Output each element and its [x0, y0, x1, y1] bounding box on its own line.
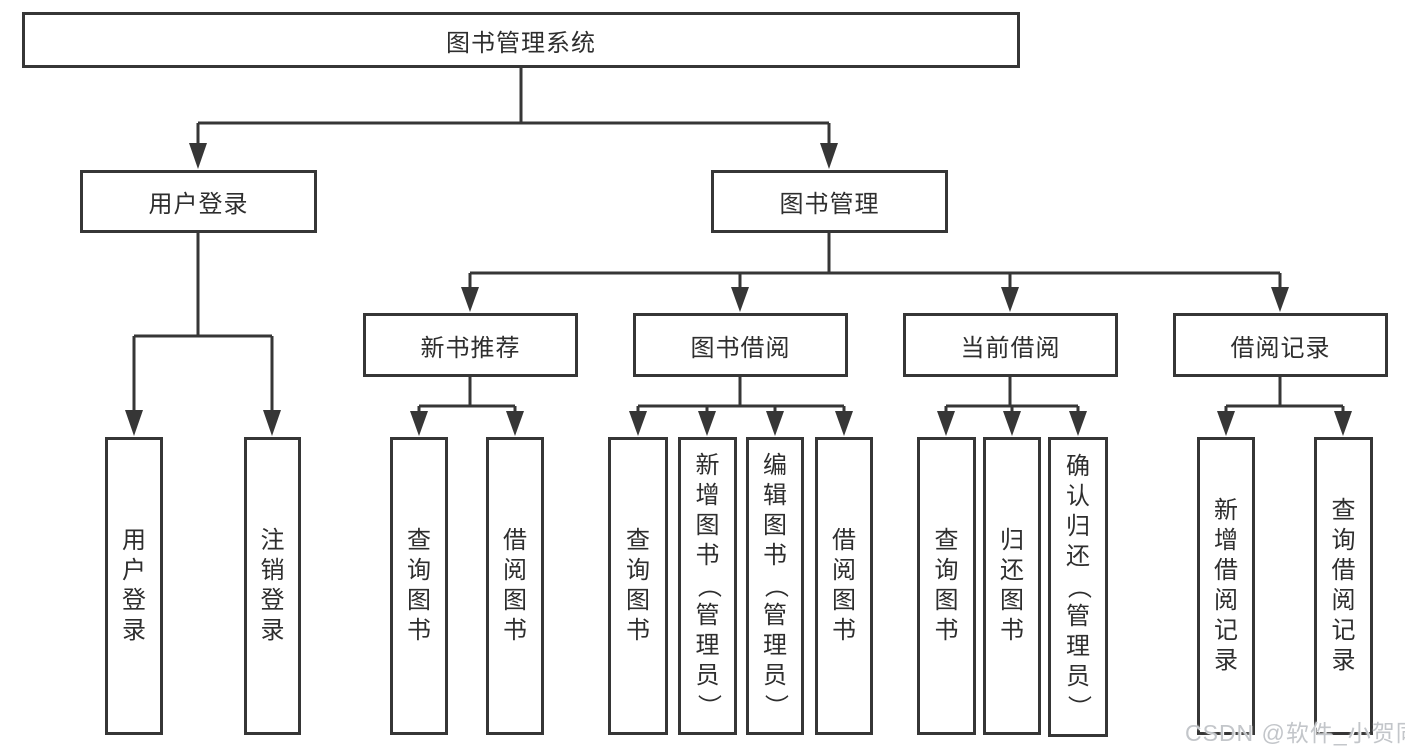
node-label: 图书管理系统: [446, 29, 596, 57]
node-book-management: 图书管理: [711, 170, 948, 233]
leaf-label: 查询图书: [407, 527, 431, 644]
leaf-add-borrow-record: 新增借阅记录: [1197, 437, 1255, 735]
connector-current-borrow-branch: [937, 377, 1087, 436]
leaf-label: 查询图书: [934, 527, 959, 644]
arrow-head: [629, 411, 647, 436]
node-current-borrow: 当前借阅: [903, 313, 1118, 377]
node-label: 用户登录: [148, 191, 249, 218]
arrow-head: [731, 287, 749, 312]
leaf-label: 编辑图书（管理员）: [762, 452, 789, 718]
leaf-query-borrow-record: 查询借阅记录: [1314, 437, 1373, 735]
arrow-head: [410, 411, 428, 436]
arrow-head: [1069, 411, 1087, 436]
leaf-borrow-books: 借阅图书: [815, 437, 873, 735]
node-label: 图书管理: [779, 191, 880, 218]
node-label: 新书推荐: [420, 334, 521, 362]
arrow-head: [1217, 411, 1235, 436]
leaf-label: 借阅图书: [832, 527, 856, 644]
leaf-label: 确认归还（管理员）: [1065, 453, 1092, 719]
node-new-book-recommend: 新书推荐: [363, 313, 578, 377]
arrow-head: [189, 143, 207, 169]
leaf-user-login: 用户登录: [105, 437, 163, 735]
arrow-head: [1334, 411, 1352, 436]
arrow-head: [263, 410, 281, 436]
leaf-label: 归还图书: [1000, 527, 1024, 644]
node-label: 图书借阅: [690, 334, 791, 362]
arrow-head: [820, 143, 838, 169]
node-library-system: 图书管理系统: [22, 12, 1020, 68]
connector-new-book-branch: [410, 377, 524, 436]
node-label: 借阅记录: [1230, 334, 1331, 362]
connector-borrow-records-branch: [1217, 377, 1352, 436]
leaf-label: 查询借阅记录: [1331, 497, 1356, 674]
leaf-label: 新增图书（管理员）: [694, 452, 722, 718]
leaf-borrow-books-recommend: 借阅图书: [486, 437, 544, 735]
arrow-head: [461, 287, 479, 312]
arrow-head: [125, 410, 143, 436]
arrow-head: [937, 411, 955, 436]
leaf-query-books-recommend: 查询图书: [390, 437, 448, 735]
connector-root-to-level2: [189, 68, 838, 169]
leaf-label: 查询图书: [626, 527, 650, 644]
connector-book-borrow-branch: [629, 377, 853, 436]
leaf-add-books-admin: 新增图书（管理员）: [678, 437, 737, 735]
node-borrow-records: 借阅记录: [1173, 313, 1388, 377]
leaf-logout: 注销登录: [244, 437, 301, 735]
arrow-head: [1271, 287, 1289, 312]
arrow-head: [698, 411, 716, 436]
arrow-head: [1003, 411, 1021, 436]
node-book-borrow: 图书借阅: [633, 313, 848, 377]
leaf-confirm-return-admin: 确认归还（管理员）: [1048, 437, 1108, 737]
arrow-head: [835, 411, 853, 436]
arrow-head: [766, 411, 784, 436]
leaf-label: 注销登录: [260, 527, 285, 644]
node-label: 当前借阅: [960, 334, 1061, 362]
leaf-query-books-borrow: 查询图书: [608, 437, 668, 735]
arrow-head: [1001, 287, 1019, 312]
leaf-return-books: 归还图书: [983, 437, 1041, 735]
connector-user-login-branch: [125, 233, 281, 436]
leaf-label: 借阅图书: [503, 527, 527, 644]
leaf-query-books-current: 查询图书: [917, 437, 976, 735]
arrow-head: [506, 411, 524, 436]
leaf-edit-books-admin: 编辑图书（管理员）: [746, 437, 804, 735]
connector-book-management-branch: [461, 233, 1289, 312]
leaf-label: 新增借阅记录: [1214, 497, 1238, 674]
csdn-watermark: CSDN @软件_小贺同学: [1185, 720, 1405, 746]
leaf-label: 用户登录: [122, 527, 146, 644]
node-user-login: 用户登录: [80, 170, 317, 233]
